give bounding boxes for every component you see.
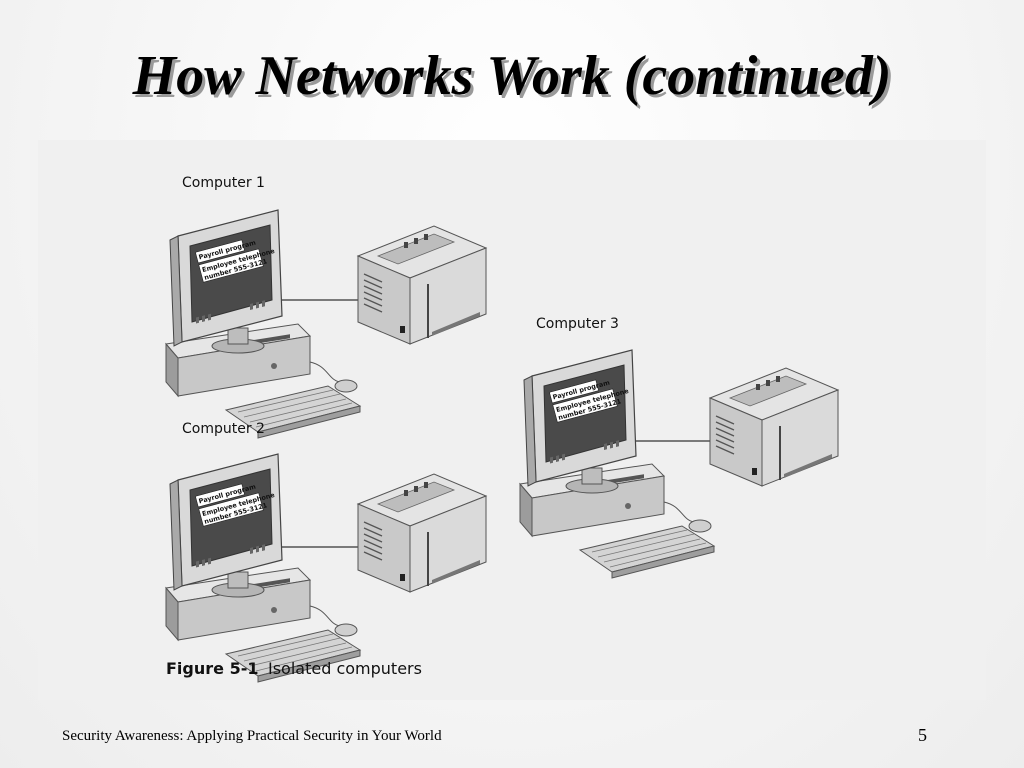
figure-caption: Figure 5-1 Isolated computers <box>166 659 422 678</box>
figure-caption-number: Figure 5-1 <box>166 659 258 678</box>
printer-1 <box>357 225 487 345</box>
computer-1-label: Computer 1 <box>182 175 265 191</box>
computer-2-workstation <box>165 453 361 683</box>
computer-2-label: Computer 2 <box>182 421 265 437</box>
computer-1-workstation <box>165 209 361 439</box>
computer-3-workstation <box>519 349 715 579</box>
printer-3 <box>709 367 839 487</box>
computer-3-label: Computer 3 <box>536 316 619 332</box>
figure-caption-text: Isolated computers <box>268 659 422 678</box>
slide-footer: Security Awareness: Applying Practical S… <box>62 728 442 744</box>
page-number: 5 <box>918 725 927 745</box>
computer-3-group: Computer 3 Payroll program Employee tele… <box>519 316 839 579</box>
printer-2 <box>357 473 487 593</box>
computer-1-group: Computer 1 Payroll program Employee tele… <box>165 175 487 439</box>
computer-2-group: Computer 2 Payroll program Employee tele… <box>165 421 487 683</box>
slide-title: How Networks Work (continued) <box>132 45 892 107</box>
